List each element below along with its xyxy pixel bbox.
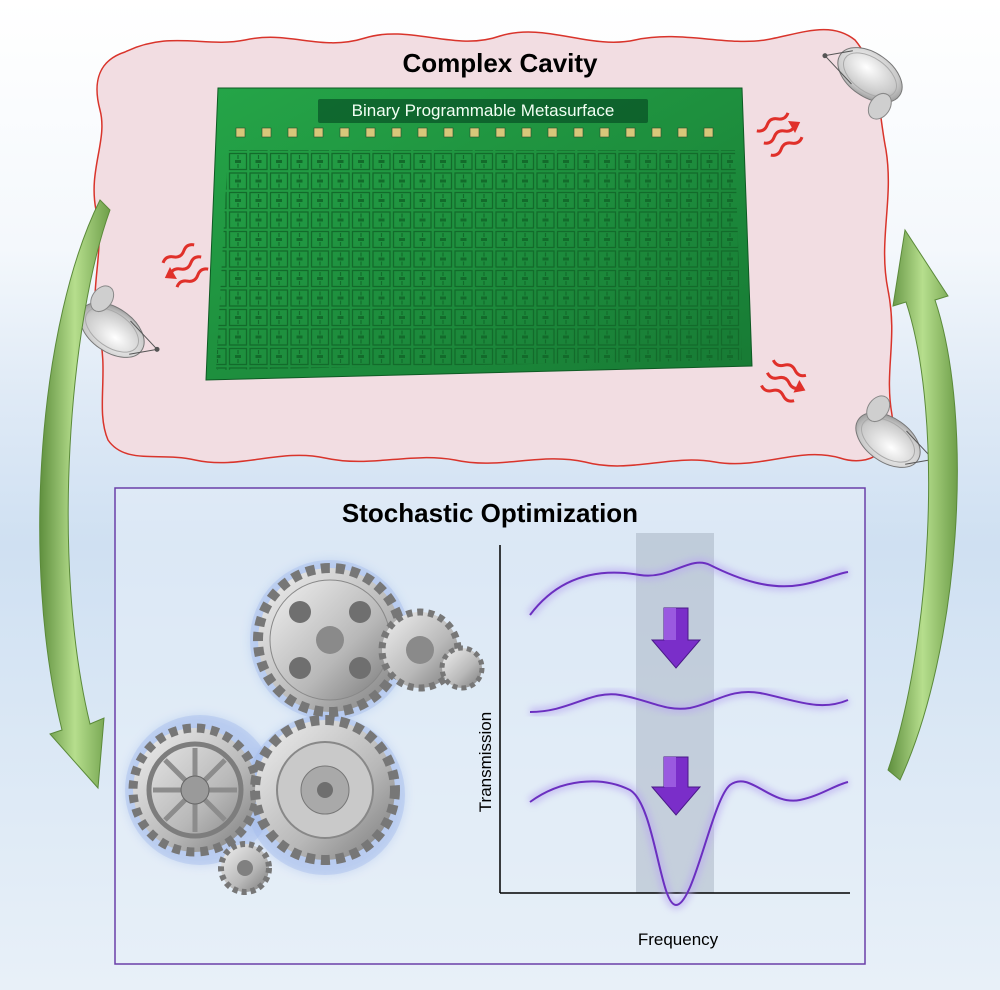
x-axis-label: Frequency <box>637 930 719 949</box>
metasurface-board <box>205 87 753 381</box>
down-arrow-icon <box>650 756 702 816</box>
cycle-arrow-icon <box>887 228 958 781</box>
optimization-title: Stochastic Optimization <box>341 498 639 528</box>
series-intermediate-curve <box>529 687 850 717</box>
cavity-title: Complex Cavity <box>402 48 598 78</box>
gears-icon <box>125 560 485 895</box>
satellite-dish-icon <box>822 47 903 120</box>
series-optimized-curve <box>527 776 850 910</box>
satellite-dish-icon <box>79 285 160 358</box>
series-initial-curve <box>526 558 849 618</box>
cycle-arrow-icon <box>39 199 111 790</box>
wave-emission-icon <box>756 112 804 157</box>
wave-emission-icon <box>760 359 807 403</box>
satellite-dish-icon <box>855 395 936 468</box>
metasurface-components <box>235 127 714 138</box>
chart <box>499 533 850 910</box>
metasurface-label: Binary Programmable Metasurface <box>318 99 648 123</box>
y-axis-label: Transmission <box>476 711 495 813</box>
wave-emission-icon <box>161 243 209 288</box>
down-arrow-icon <box>650 607 702 669</box>
